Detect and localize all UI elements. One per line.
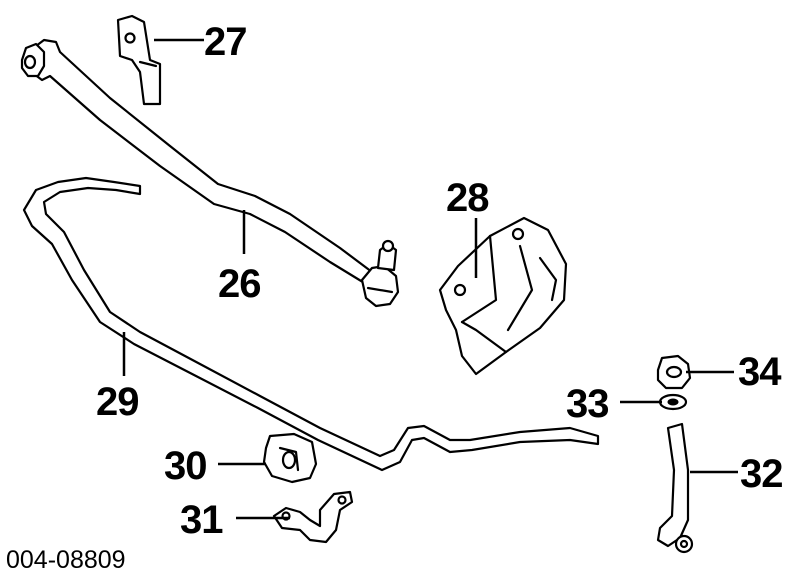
callout-29: 29 (96, 380, 139, 424)
callout-28: 28 (446, 176, 489, 220)
part-33-retainer (658, 393, 688, 411)
part-29-stabilizer-bar (22, 176, 600, 472)
part-28-frame-bracket (438, 216, 568, 376)
callout-27: 27 (204, 20, 247, 64)
part-34-bushing (656, 354, 692, 390)
callout-32: 32 (740, 452, 783, 496)
callout-33: 33 (566, 382, 609, 426)
part-30-bushing (262, 432, 318, 484)
callout-31: 31 (180, 498, 223, 542)
figure-id: 004-08809 (6, 546, 126, 574)
part-32-link (656, 422, 694, 554)
callout-26: 26 (218, 262, 261, 306)
part-26-track-bar (20, 38, 400, 308)
callout-30: 30 (164, 444, 207, 488)
part-31-retainer (272, 490, 354, 544)
part-27-bracket (116, 14, 162, 106)
callout-34: 34 (738, 350, 781, 394)
